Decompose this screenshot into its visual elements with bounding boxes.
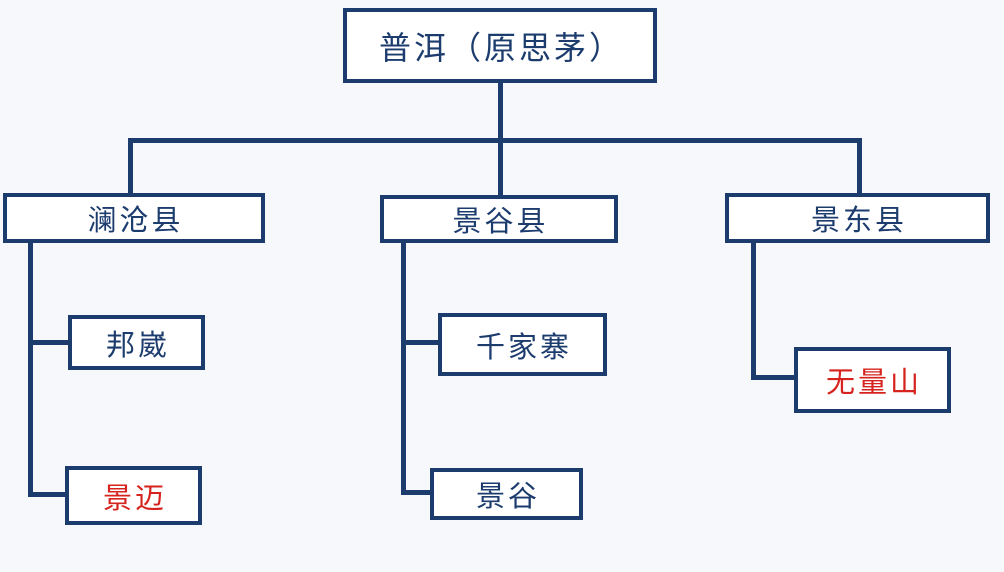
connector-stub-wuliangshan — [751, 375, 794, 380]
connector-stub-bangwai — [28, 340, 68, 345]
node-puer-root: 普洱（原思茅） — [343, 8, 657, 83]
connector-jingdong-branch-vertical — [751, 242, 756, 380]
connector-stub-qianjiazhai — [401, 340, 438, 345]
connector-stub-jingmai — [28, 492, 65, 497]
connector-stub-jinggu — [401, 490, 430, 495]
connector-drop-lancang — [128, 138, 133, 195]
connector-main-horizontal-rail — [128, 138, 862, 143]
node-qianjiazhai: 千家寨 — [438, 313, 607, 376]
node-jingmai: 景迈 — [65, 466, 202, 525]
connector-jinggu-branch-vertical — [401, 242, 406, 495]
connector-lancang-branch-vertical — [28, 242, 33, 497]
connector-drop-jinggu-county — [498, 138, 503, 197]
node-county-jingdong: 景东县 — [725, 193, 990, 243]
connector-root-vertical — [498, 83, 503, 142]
node-wuliangshan: 无量山 — [794, 347, 951, 413]
node-jinggu: 景谷 — [430, 468, 583, 520]
node-county-lancang: 澜沧县 — [3, 193, 265, 243]
node-bangwai: 邦崴 — [68, 315, 205, 370]
connector-drop-jingdong — [857, 138, 862, 195]
node-county-jinggu: 景谷县 — [380, 195, 618, 243]
